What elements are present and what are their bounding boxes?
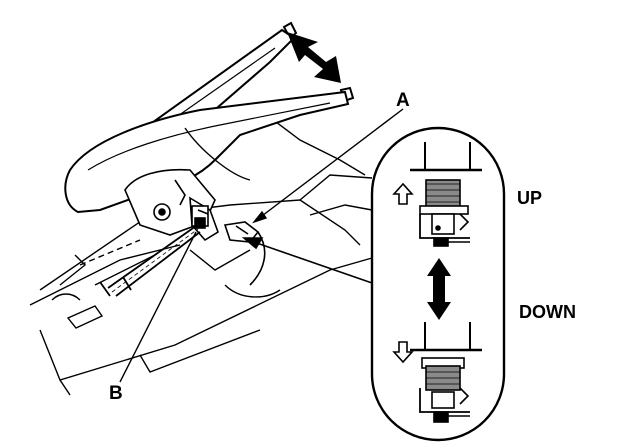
switch-detail-up bbox=[410, 142, 482, 247]
label-b: B bbox=[109, 383, 123, 404]
leader-b bbox=[119, 231, 197, 383]
brake-cable-rods bbox=[99, 225, 201, 297]
up-arrow-icon bbox=[392, 182, 414, 205]
detail-callout bbox=[370, 126, 506, 442]
down-arrow-icon bbox=[392, 341, 414, 364]
parking-brake-switch bbox=[223, 221, 266, 286]
label-a: A bbox=[396, 90, 410, 111]
adjusting-nut-assembly bbox=[191, 205, 209, 229]
label-up: UP bbox=[517, 188, 543, 208]
double-arrow-icon bbox=[287, 32, 341, 83]
leader-a bbox=[251, 108, 404, 224]
label-down: DOWN bbox=[519, 302, 576, 322]
callout-pointer bbox=[241, 237, 373, 284]
lever-base-mechanism bbox=[124, 168, 219, 242]
console-structure bbox=[29, 109, 373, 396]
switch-detail-down bbox=[410, 322, 482, 423]
vertical-double-arrow-icon bbox=[427, 258, 451, 320]
